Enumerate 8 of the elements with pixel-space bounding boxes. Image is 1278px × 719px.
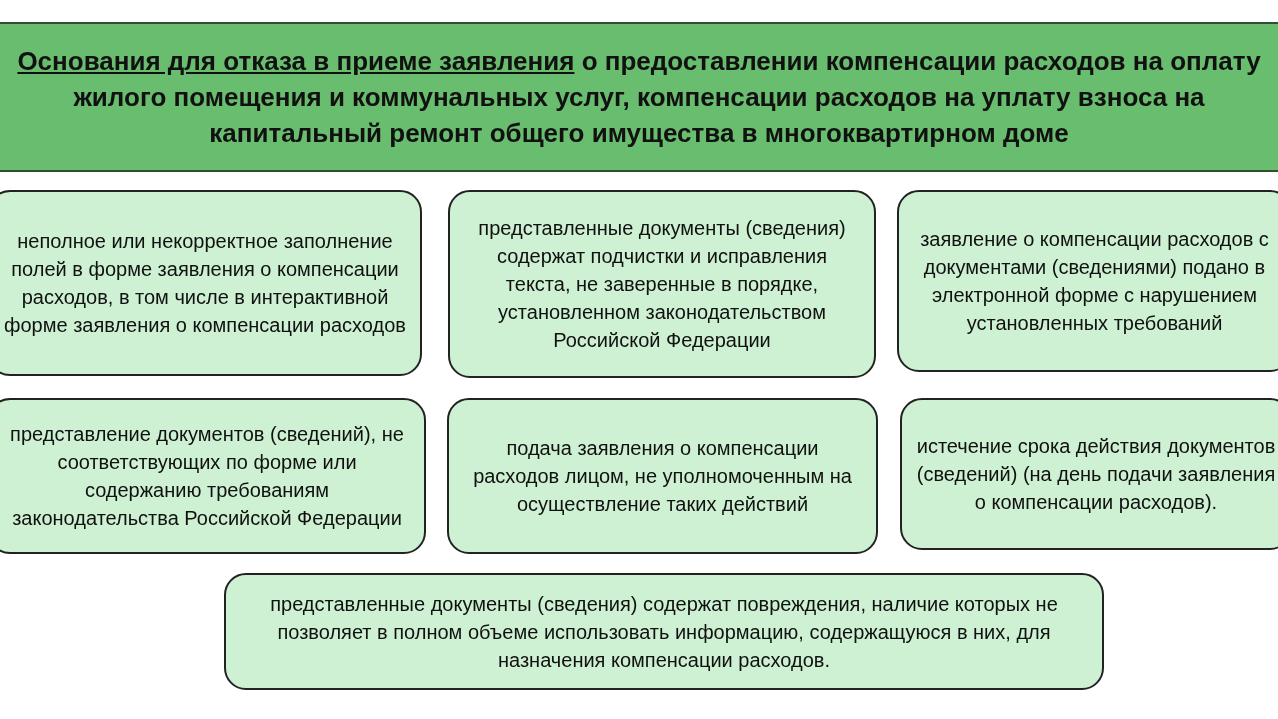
title-banner: Основания для отказа в приеме заявления о предоставлении компенсации расходов на оплату жилого помещения и коммунальных услуг, компенсации расходов на уплату взноса на капитальный ремонт общего имущества в многоквартирном доме bbox=[0, 22, 1278, 172]
reason-card: представление документов (сведений), не соответствующих по форме или содержанию требованиям законодательства Российской Федерации bbox=[0, 398, 426, 554]
reason-card: неполное или некорректное заполнение полей в форме заявления о компенсации расходов, в том числе в интерактивной форме заявления о компенсации расходов bbox=[0, 190, 422, 376]
reason-card: заявление о компенсации расходов с документами (сведениями) подано в электронной форме с нарушением установленных требований bbox=[897, 190, 1278, 372]
reason-card: подача заявления о компенсации расходов лицом, не уполномоченным на осуществление таких действий bbox=[447, 398, 878, 554]
reason-card: представленные документы (сведения) содержат повреждения, наличие которых не позволяет в полном объеме использовать информацию, содержащуюся в них, для назначения компенсации расходов. bbox=[224, 573, 1104, 690]
reason-card: истечение срока действия документов (сведений) (на день подачи заявления о компенсации расходов). bbox=[900, 398, 1278, 550]
reason-card: представленные документы (сведения) содержат подчистки и исправления текста, не заверенные в порядке, установленном законодательством Российской Федерации bbox=[448, 190, 876, 378]
